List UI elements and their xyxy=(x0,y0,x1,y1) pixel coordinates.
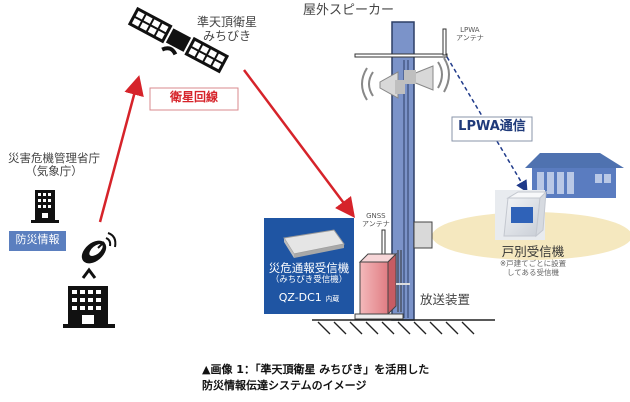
lpwa-antenna-rod xyxy=(442,28,447,56)
figure-caption: ▲画像 1：「準天頂衛星 みちびき」を活用した 防災情報伝達システムのイメージ xyxy=(202,362,429,394)
satellite-icon xyxy=(127,6,230,74)
household-receiver-icon xyxy=(495,190,548,240)
receiver-model: QZ-DC1 xyxy=(278,290,322,304)
household-receiver-label: 戸別受信機 ※戸建てごとに設置 してある受信機 xyxy=(493,244,573,278)
receiver-label: 災危通報受信機 （みちびき受信機） QZ-DC1 内蔵 xyxy=(264,261,354,305)
disaster-info-badge: 防災情報 xyxy=(15,233,60,246)
receiver-model-suffix: 内蔵 xyxy=(325,294,340,303)
household-receiver-note2: してある受信機 xyxy=(506,268,560,277)
cross-arm xyxy=(354,53,448,58)
cables xyxy=(396,250,410,312)
gnss-antenna-rod xyxy=(381,229,386,257)
satellite-nickname: みちびき xyxy=(203,28,252,43)
caption-line1: ▲画像 1：「準天頂衛星 みちびき」を活用した xyxy=(202,363,430,376)
satellite-dish-icon xyxy=(81,232,117,279)
uplink-arrow xyxy=(98,75,144,223)
lpwa-link-label: LPWA通信 xyxy=(458,119,526,134)
lpwa-link-box xyxy=(451,116,533,142)
receiver-name: 災危通報受信機 xyxy=(268,261,350,275)
gnss-antenna-line1: GNSS xyxy=(366,212,386,220)
agency-subname: （気象庁） xyxy=(25,164,83,179)
house-icon xyxy=(525,153,624,198)
satellite-name: 準天頂衛星 xyxy=(197,15,258,29)
lpwa-antenna-line1: LPWA xyxy=(460,26,480,34)
downlink-arrow xyxy=(243,69,355,218)
broadcast-device-label: 放送装置 xyxy=(420,292,471,307)
outdoor-speaker-label: 屋外スピーカー xyxy=(303,3,395,18)
control-box xyxy=(413,221,433,249)
household-receiver-note1: ※戸建てごとに設置 xyxy=(499,259,567,269)
receiver-device-icon xyxy=(283,229,345,258)
lpwa-antenna-line2: アンテナ xyxy=(456,34,484,43)
lpwa-antenna-label: LPWA アンテナ xyxy=(456,26,484,42)
speaker-horns-icon xyxy=(361,57,450,101)
gnss-antenna-label: GNSS アンテナ xyxy=(362,212,390,228)
satellite-link-label: 衛星回線 xyxy=(169,90,218,104)
satellite-label: 準天頂衛星 みちびき xyxy=(197,15,258,44)
agency-building-icon xyxy=(31,190,59,223)
caption-line2: 防災情報伝達システムのイメージ xyxy=(202,379,367,392)
agency-label: 災害危機管理省庁 （気象庁） xyxy=(8,151,100,179)
agency-name: 災害危機管理省庁 xyxy=(8,151,100,165)
local-government-building-icon xyxy=(63,286,115,328)
gnss-antenna-line2: アンテナ xyxy=(362,220,390,229)
disaster-info-badge-bg xyxy=(9,231,66,251)
household-receiver-name: 戸別受信機 xyxy=(501,244,565,259)
ground xyxy=(312,319,495,335)
satellite-link-box xyxy=(149,87,239,111)
receiver-subname: （みちびき受信機） xyxy=(270,275,348,286)
broadcast-cabinet xyxy=(354,252,404,320)
